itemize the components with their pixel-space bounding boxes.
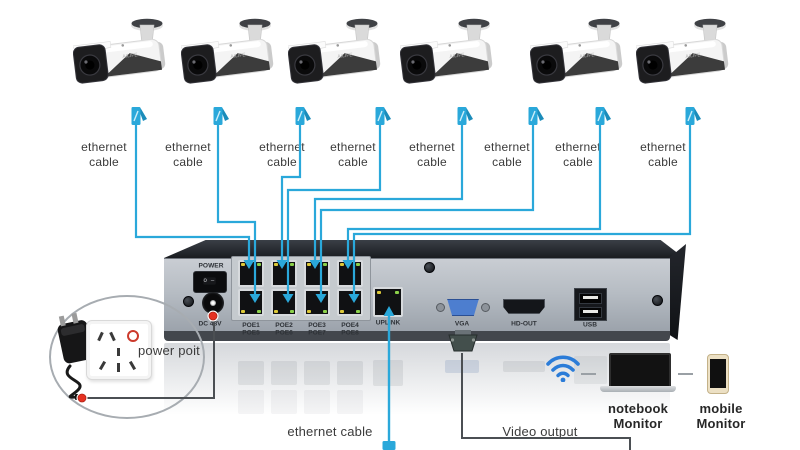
uplink-port — [373, 287, 403, 317]
rj45-connector-icon — [382, 441, 396, 450]
uplink-label: UPLINK — [375, 319, 401, 327]
power-rocker: o – — [203, 277, 216, 285]
wifi-icon — [546, 355, 580, 382]
notebook-base — [600, 386, 676, 392]
poe-rj45-port — [238, 260, 264, 287]
poe-port-label: POE3 POE7 — [308, 321, 326, 337]
notebook-icon — [609, 353, 671, 390]
rj45-connector-icon — [528, 107, 544, 125]
poe-rj45-port — [304, 289, 330, 316]
poe-port-label: POE2 POE6 — [275, 321, 293, 337]
poe-rj45-port — [271, 260, 297, 287]
power-point-label: power poit — [138, 343, 200, 358]
poe-rj45-port — [337, 289, 363, 316]
svg-text:AILIFE: AILIFE — [579, 52, 596, 60]
dc-jack-pin — [210, 300, 216, 306]
svg-text:AILIFE: AILIFE — [230, 52, 247, 60]
security-camera-icon: AILIFE — [181, 12, 285, 96]
poe-rj45-port — [337, 260, 363, 287]
rj45-connector-icon — [457, 107, 473, 125]
svg-text:AILIFE: AILIFE — [685, 52, 702, 60]
socket-indicator — [127, 330, 139, 342]
screw-icon — [424, 262, 435, 273]
poe-rj45-port — [271, 289, 297, 316]
security-camera-icon: AILIFE — [73, 12, 177, 96]
link-dash — [581, 373, 596, 375]
svg-text:AILIFE: AILIFE — [449, 52, 466, 60]
security-camera-icon: AILIFE — [530, 12, 634, 96]
svg-text:AILIFE: AILIFE — [337, 52, 354, 60]
security-camera-icon: AILIFE — [288, 12, 392, 96]
svg-text:AILIFE: AILIFE — [122, 52, 139, 60]
nvr-bottom-edge — [164, 331, 670, 341]
hdmi-port — [503, 299, 545, 314]
vga-screw-icon — [436, 303, 445, 312]
power-label: POWER — [198, 262, 224, 270]
vga-plug-icon — [448, 330, 478, 352]
vga-label: VGA — [454, 320, 470, 328]
poe-port-label: POE4 POE8 — [341, 321, 359, 337]
hdout-label: HD-OUT — [511, 320, 537, 328]
power-switch: o – — [193, 271, 227, 293]
usb-label: USB — [583, 321, 597, 329]
rj45-connector-icon — [685, 107, 701, 125]
rj45-connector-icon — [595, 107, 611, 125]
rj45-connector-icon — [131, 107, 147, 125]
rj45-connector-icon — [213, 107, 229, 125]
screw-icon — [652, 295, 663, 306]
vga-screw-icon — [481, 303, 490, 312]
poe-rj45-port — [238, 289, 264, 316]
rj45-connector-icon — [295, 107, 311, 125]
usb-ports — [574, 288, 607, 321]
poe-port-label: POE1 POE5 — [242, 321, 260, 337]
screw-icon — [183, 296, 194, 307]
bottom-ethernet-label: ethernet cable — [287, 424, 373, 439]
link-dash — [678, 373, 693, 375]
poe-rj45-port — [304, 260, 330, 287]
vga-port — [447, 299, 479, 316]
video-output-label: Video output — [502, 424, 578, 439]
mobile-phone-icon — [707, 354, 729, 394]
rj45-connector-icon — [375, 107, 391, 125]
security-camera-icon: AILIFE — [400, 12, 504, 96]
security-camera-icon: AILIFE — [636, 12, 740, 96]
